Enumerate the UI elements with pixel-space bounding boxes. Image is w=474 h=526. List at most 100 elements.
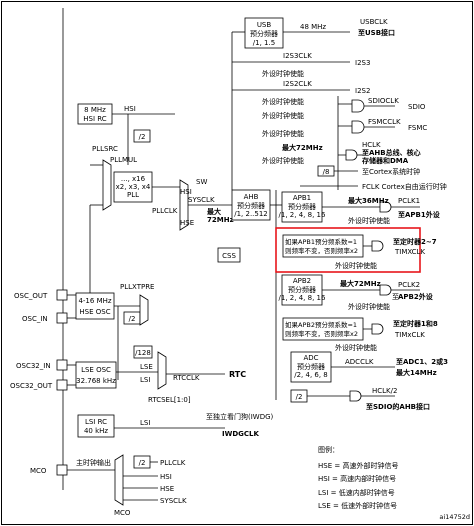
sysclk-max-1: 最大 [207,207,221,216]
hclk-dest-1: 至AHB总线、核心 [362,148,421,157]
sdio-dest: SDIO [408,103,426,111]
legend-lsi: LSI = 低速内部时钟信号 [318,488,395,497]
ahb-text-1: 预分频器 [237,201,265,210]
usb-freq: 48 MHz [300,23,326,31]
apb2-title: APB2 [293,277,311,285]
tim1-line1: 如果APB1预分频系数=1 [285,237,357,246]
tim1-timer-name: TIMXCLK [394,248,425,256]
rtc-lsi-input: LSI [140,376,150,384]
hclk-name: HCLK [362,141,381,149]
lsi-rc-box [77,414,115,438]
apb2-prescaler-box [281,274,323,306]
iwdg-out: IWDGCLK [222,430,259,438]
tim2-line1: 如果APB2预分频系数=1 [285,320,357,329]
apb2-dest-prefix: 至 [392,293,399,301]
fclk-text: FCLK Cortex自由运行时钟 [362,182,447,191]
pllmul-title: PLLMUL [110,156,137,164]
ahb-prescaler-box [231,189,271,221]
mco-in-pllclk: PLLCLK [160,459,186,467]
hsi-div2: /2 [139,133,146,141]
apb2-gate [322,284,392,296]
fsmc-signal: FSMCCLK [368,118,401,126]
css-box [217,247,241,263]
sw-mux [179,179,189,231]
pllsrc-label: PLLSRC [92,145,118,153]
pllxtpre-label: PLLXTPRE [120,283,154,291]
apb1-prescaler-box [281,191,323,223]
apb2-dest: APB2外设 [398,292,434,301]
mco-in-sysclk: SYSCLK [160,497,187,505]
rtcsel-label: RTCSEL[1:0] [148,396,191,404]
mco-mux-label: MCO [114,509,131,517]
adc-text-2: /2, 4, 6, 8 [294,371,328,379]
usb-out-signal: USBCLK [360,18,388,26]
cortex-dest: 至Cortex系统时钟 [362,167,420,176]
hclk-gate [338,149,358,161]
cortex-div: /8 [323,168,330,176]
rtc-div128: /128 [135,349,151,357]
adc-max: 最大14MHz [396,368,437,377]
sdio-ahb-div: /2 [296,393,303,401]
osc32-in-pad [56,359,68,371]
sdio-signal: SDIOCLK [368,97,399,105]
usb-dest: 至USB接口 [358,28,395,37]
i2s2-enable-label: 外设时钟使能 [262,97,304,106]
mco-label: 主时钟输出 [76,458,111,467]
hse-div2: /2 [129,315,136,323]
pllsrc-mux [102,159,112,211]
apb1-enable-label: 外设时钟使能 [348,216,390,225]
mco-in-hse: HSE [160,485,174,493]
hsi-rc-name: HSI RC [83,115,107,123]
timer-highlight-box [275,227,421,273]
osc-out-pad [56,289,68,301]
legend-lse: LSE = 低速外部时钟信号 [318,501,397,510]
apb2-enable-label: 外设时钟使能 [348,302,390,311]
mco-pad-label: MCO [30,467,47,475]
apb2-pclk: PCLK2 [398,281,420,289]
fsmc-dest: FSMC [408,124,427,132]
pllclk-label: PLLCLK [152,207,178,215]
figure-id: ai14752d [439,513,470,521]
adc-title: ADC [303,354,318,362]
hsi-rc-freq: 8 MHz [84,106,106,114]
sw-hsi-input: HSI [180,188,192,196]
osc-in-label: OSC_IN [22,315,48,323]
tim1-dest: 至定时器2~7 [393,237,437,246]
apb1-dest: 至APB1外设 [398,210,441,219]
sdio-ahb-out-label: HCLK/2 [372,387,397,395]
legend-hse: HSE = 高速外部时钟信号 [318,461,398,470]
lsi-out: LSI [140,419,150,427]
tim2-enable-label: 外设时钟使能 [335,343,377,352]
tim1-enable-label: 外设时钟使能 [335,261,377,270]
lsi-rc-freq: 40 kHz [84,427,108,435]
sdio-ahb-gate [307,390,362,402]
legend-title: 图例： [318,445,339,454]
rtcclk-label: RTCCLK [173,374,200,382]
tim2-dest: 至定时器1和8 [393,319,438,328]
hse-osc-freq: 4-16 MHz [78,297,111,305]
adc-out: ADCCLK [345,358,374,366]
legend-hsi: HSI = 高速内部时钟信号 [318,474,396,483]
lsi-rc-name: LSI RC [85,418,107,426]
pll-box [113,171,153,203]
apb1-pclk: PCLK1 [398,197,420,205]
fsmc-gate [338,120,365,134]
i2s3-signal: I2S3CLK [283,52,312,60]
rtc-mux [157,351,167,390]
tim2-line2: 则频率不变，否则频率x2 [285,329,358,338]
sw-hse-input: HSE [180,219,194,227]
sdio-gate [338,99,365,113]
tim2-timer-name: TIMxCLK [394,331,425,339]
sysclk-label: SYSCLK [188,196,215,204]
mco-div2: /2 [139,459,146,467]
pllxtpre-mux [139,294,149,326]
sysclk-max-2: 72MHz [207,216,234,224]
rtc-dest: RTC [229,370,246,379]
lse-osc-box [75,361,117,389]
hse-osc-name: HSE OSC [79,308,110,316]
apb1-title: APB1 [293,194,311,202]
mco-in-hsi: HSI [160,473,172,481]
i2s3-dest: I2S3 [355,59,370,67]
tim1-line2: 则频率不变，否则频率x2 [285,246,358,255]
pll-text-1: ..., x16 [121,175,146,183]
